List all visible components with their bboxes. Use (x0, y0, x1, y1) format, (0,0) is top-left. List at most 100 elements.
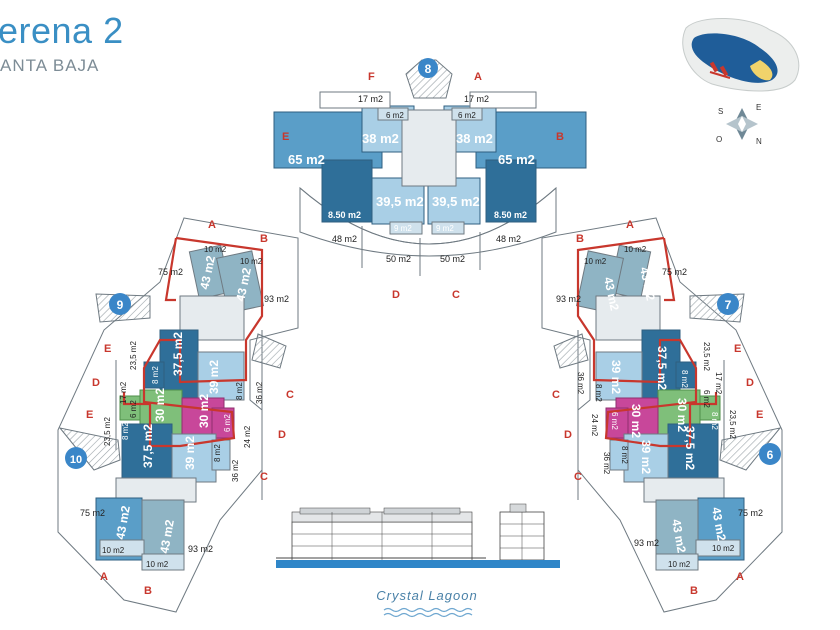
compass-s: S (718, 107, 723, 116)
unit-area: 8 m2 (594, 384, 603, 402)
unit-letter: D (92, 377, 100, 389)
block-8-badge (418, 58, 438, 78)
unit-letter: E (756, 409, 763, 421)
compass-rose-icon: S E O N (716, 103, 762, 146)
unit-area: 17 m2 (714, 372, 723, 395)
unit-area: 75 m2 (158, 267, 183, 277)
unit-area: 10 m2 (204, 245, 227, 254)
unit-letter: A (208, 219, 216, 231)
unit-area: 6 m2 (386, 111, 404, 120)
unit-letter: D (278, 429, 286, 441)
unit-area: 23,5 m2 (103, 417, 112, 446)
left-wing: 9 10 A B E D E C D C A B 10 m2 10 m2 43 … (57, 217, 299, 613)
unit-area: 93 m2 (188, 544, 213, 554)
unit-area: 6 m2 (129, 400, 138, 418)
unit-area: 6 m2 (610, 412, 619, 430)
unit-area: 10 m2 (624, 245, 647, 254)
unit-area: 37,5 m2 (683, 426, 697, 470)
unit-area: 43 m2 (601, 276, 622, 313)
unit-area: 65 m2 (498, 152, 535, 167)
unit-letter: B (690, 585, 698, 597)
unit-area: 8 m2 (680, 370, 689, 388)
unit-area: 65 m2 (288, 152, 325, 167)
block-8: 8 F A E B D C 17 m2 17 m2 6 m2 6 m2 38 m… (273, 58, 587, 301)
block-9-badge (109, 293, 131, 315)
unit-area: 39 m2 (207, 360, 221, 394)
unit-area: 75 m2 (80, 508, 105, 518)
unit-area: 93 m2 (634, 538, 659, 548)
compass-n: N (756, 137, 762, 146)
unit-letter: B (144, 585, 152, 597)
unit-area: 8 m2 (710, 412, 719, 430)
compass-o: O (716, 135, 722, 144)
unit-area: 43 m2 (233, 266, 254, 303)
unit-area: 8 m2 (213, 444, 222, 462)
unit-letter: C (552, 389, 560, 401)
unit-area: 17 m2 (464, 94, 489, 104)
unit-area: 10 m2 (146, 560, 169, 569)
building-elevation-front (276, 507, 486, 568)
unit-letter: E (282, 131, 289, 143)
compass-e: E (756, 103, 761, 112)
unit-area: 43 m2 (197, 254, 218, 291)
building-elevation-side (484, 503, 560, 568)
unit-area: 10 m2 (240, 257, 263, 266)
unit-area: 39,5 m2 (376, 194, 424, 209)
unit-area: 6 m2 (458, 111, 476, 120)
location-minimap (682, 18, 800, 92)
unit-area: 24 m2 (590, 414, 599, 437)
unit-area: 8.50 m2 (328, 210, 361, 220)
unit-letter: B (260, 233, 268, 245)
unit-letter: E (86, 409, 93, 421)
page-title: erena 2 (0, 10, 124, 51)
block-10-badge (65, 447, 87, 469)
unit-area: 48 m2 (496, 234, 521, 244)
unit-letter: B (576, 233, 584, 245)
unit-area: 39,5 m2 (432, 194, 480, 209)
crystal-lagoon-logo: Crystal Lagoon (376, 588, 477, 618)
unit-area: 50 m2 (386, 254, 411, 264)
block-9-number: 9 (117, 298, 124, 312)
unit-letter: C (574, 471, 582, 483)
unit-area: 39 m2 (183, 436, 197, 470)
block-10-number: 10 (70, 454, 82, 466)
unit-area: 17 m2 (358, 94, 383, 104)
unit-area: 37,5 m2 (141, 424, 155, 468)
unit-area: 38 m2 (456, 131, 493, 146)
unit-area: 10 m2 (712, 544, 735, 553)
unit-area: 30 m2 (197, 394, 211, 428)
unit-area: 30 m2 (629, 404, 643, 438)
unit-area: 8 m2 (121, 422, 130, 440)
unit-area: 36 m2 (576, 372, 585, 395)
unit-area: 38 m2 (362, 131, 399, 146)
lagoon-label: Crystal Lagoon (376, 588, 477, 603)
unit-area: 36 m2 (231, 459, 240, 482)
unit-letter: D (564, 429, 572, 441)
unit-area: 43 m2 (157, 518, 177, 554)
unit-area: 43 m2 (709, 506, 729, 542)
unit-area: 10 m2 (584, 257, 607, 266)
unit-area: 93 m2 (264, 294, 289, 304)
unit-area: 9 m2 (394, 224, 412, 233)
unit-letter: A (100, 571, 108, 583)
unit-letter: D (392, 289, 400, 301)
unit-area: 8 m2 (151, 366, 160, 384)
unit-area: 8.50 m2 (494, 210, 527, 220)
unit-area: 24 m2 (243, 425, 252, 448)
unit-area: 30 m2 (153, 388, 167, 422)
unit-area: 36 m2 (602, 452, 611, 475)
unit-area: 75 m2 (662, 267, 687, 277)
unit-letter: A (474, 71, 482, 83)
unit-letter: F (368, 71, 375, 83)
unit-letter: C (452, 289, 460, 301)
unit-area: 10 m2 (102, 546, 125, 555)
unit-area: 50 m2 (440, 254, 465, 264)
unit-letter: E (104, 343, 111, 355)
block-7-number: 7 (725, 298, 732, 312)
unit-letter: B (556, 131, 564, 143)
page-subtitle: ANTA BAJA (0, 56, 100, 75)
unit-area: 8 m2 (620, 446, 629, 464)
unit-area: 17 m2 (119, 381, 128, 404)
unit-letter: A (626, 219, 634, 231)
unit-area: 43 m2 (637, 266, 658, 303)
